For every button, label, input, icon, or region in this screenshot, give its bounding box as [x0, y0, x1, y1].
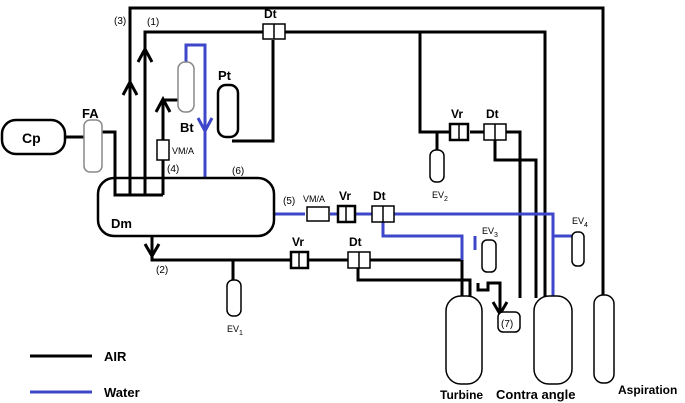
air-line-dt-lower-to-7	[356, 268, 502, 300]
label-vr-water: Vr	[339, 189, 351, 203]
compressor-cp	[0, 118, 67, 156]
legend-water-label: Water	[104, 385, 140, 400]
label-cp: Cp	[22, 130, 41, 146]
air-line-fa-to-dm	[102, 130, 117, 180]
label-line-5: (5)	[283, 196, 295, 207]
valve-ev4	[571, 231, 585, 267]
valve-ev1	[226, 279, 242, 317]
label-dm: Dm	[111, 216, 132, 231]
air-arrow-1	[136, 45, 154, 63]
label-ev4: EV4	[572, 216, 588, 229]
label-line-3: (3)	[114, 16, 126, 27]
air-arrow-2	[143, 243, 161, 259]
water-arrow-bottle	[196, 117, 214, 135]
legend-air-label: AIR	[104, 349, 127, 364]
label-line-1: (1)	[147, 17, 159, 28]
label-ev2: EV2	[432, 190, 448, 203]
label-dt-water: Dt	[373, 189, 386, 203]
handpiece-contra-angle	[533, 295, 573, 385]
label-vma-4: VM/A	[172, 146, 194, 156]
valve-ev3	[481, 239, 497, 273]
valve-ev2	[429, 149, 445, 183]
air-line-upper-branch	[418, 32, 522, 298]
air-line-1-contra-angle	[143, 30, 547, 298]
air-line-inside-dm	[113, 178, 165, 237]
air-line-3-aspiration	[128, 6, 605, 295]
air-arrow-4	[154, 95, 172, 113]
label-line-6: (6)	[232, 166, 244, 177]
water-line-main	[330, 212, 555, 298]
label-dt-lower: Dt	[349, 235, 362, 249]
label-vr-lower: Vr	[292, 235, 304, 249]
distributor-dm	[96, 176, 276, 238]
label-aspiration: Aspiration	[618, 383, 677, 397]
filter-fa	[83, 119, 103, 173]
label-ev3: EV3	[482, 226, 498, 239]
label-bt: Bt	[180, 120, 194, 135]
label-contra-angle: Contra angle	[496, 387, 575, 402]
label-dt-top: Dt	[264, 7, 277, 21]
bottle-bt	[177, 61, 195, 113]
label-dt-upper-right: Dt	[486, 107, 499, 121]
air-line-dt-upper-down	[493, 140, 538, 298]
label-pt: Pt	[218, 68, 232, 83]
label-vma-5: VM/A	[303, 194, 325, 204]
water-line-turbine	[381, 222, 464, 260]
label-vr-upper: Vr	[451, 107, 463, 121]
handpiece-turbine	[445, 295, 483, 385]
component-7	[497, 311, 521, 333]
air-line-dt-to-pt	[232, 40, 275, 143]
handpiece-aspiration	[593, 294, 615, 384]
label-fa: FA	[82, 106, 99, 121]
air-arrow-3	[121, 78, 139, 96]
label-7: (7)	[501, 319, 513, 330]
label-ev1: EV1	[227, 324, 243, 337]
valve-vma-4	[156, 139, 170, 161]
label-line-2: (2)	[156, 265, 168, 276]
label-line-4: (4)	[167, 164, 179, 175]
valve-vma-5	[306, 206, 330, 222]
tank-pt	[216, 83, 240, 139]
label-turbine: Turbine	[440, 388, 483, 402]
